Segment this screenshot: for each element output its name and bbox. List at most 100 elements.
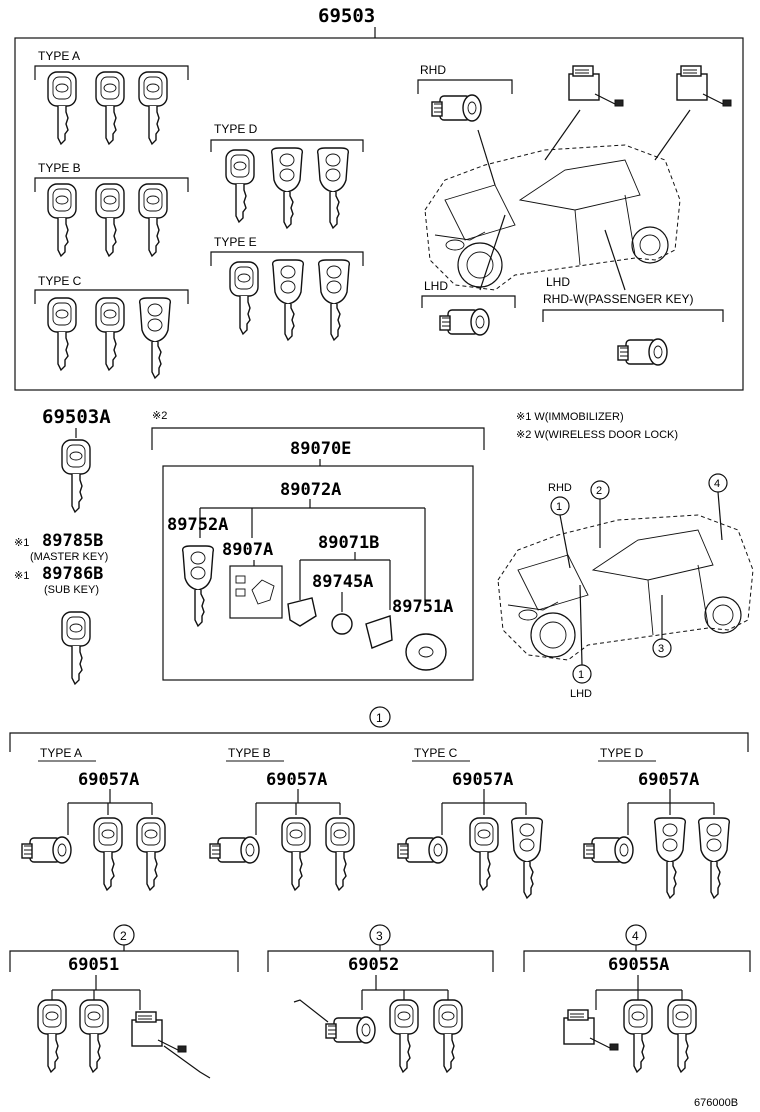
box-89070e [162, 465, 474, 681]
remote-key-icon [653, 817, 687, 899]
section-69503: 69503 TYPE A TYPE B TYPE C TYPE D TYPE E… [14, 5, 744, 391]
label-set-type-d: TYPE D [600, 746, 644, 760]
part-number-89070e: 89070E [290, 439, 351, 459]
bracket-type-e [210, 251, 364, 266]
key-icon [61, 611, 91, 685]
part-number-69055a: 69055A [608, 955, 669, 975]
part-number-69503a: 69503A [42, 406, 111, 428]
marker-2: 2 [596, 485, 602, 497]
note-w-immobilizer: ※1 W(IMMOBILIZER) [516, 411, 624, 423]
tree-89071b [299, 552, 391, 610]
remote-key-icon [270, 147, 304, 229]
key-icon [136, 817, 166, 891]
part-number-89751a: 89751A [392, 597, 453, 617]
mark-1-master: ※1 [14, 537, 29, 549]
label-lhd-right: LHD [546, 275, 570, 289]
lock-cylinder-icon [439, 308, 490, 336]
key-icon [138, 71, 168, 145]
bracket-89070e [151, 427, 485, 450]
key-icon [325, 817, 355, 891]
battery-icon [331, 613, 353, 635]
cover-icon [365, 615, 393, 649]
key-icon [225, 149, 255, 223]
part-number-69052: 69052 [348, 955, 399, 975]
label-car-lhd: LHD [570, 688, 592, 700]
part-number-8907a: 8907A [222, 540, 273, 560]
label-lhd-left: LHD [424, 279, 448, 293]
key-icon [281, 817, 311, 891]
set-4-marker: 4 [632, 929, 639, 943]
key-icon [47, 297, 77, 371]
bracket-set-2 [9, 950, 239, 972]
part-number-69057a-c: 69057A [452, 770, 513, 790]
part-number-89072a: 89072A [280, 480, 341, 500]
remote-key-icon [181, 545, 215, 627]
key-icon [229, 261, 259, 335]
remote-case-icon [405, 633, 447, 671]
bracket-type-d [210, 139, 364, 152]
set-3-marker: 3 [376, 929, 383, 943]
section-set-1: 1 TYPE A TYPE B TYPE C TYPE D 69057A 690… [9, 706, 749, 899]
key-icon [95, 183, 125, 257]
part-number-69051: 69051 [68, 955, 119, 975]
key-icon [61, 439, 91, 513]
note-w-wireless-door-lock: ※2 W(WIRELESS DOOR LOCK) [516, 429, 678, 441]
label-set-type-b: TYPE B [228, 746, 271, 760]
arrow-line [604, 229, 626, 291]
marker-1: 1 [556, 501, 562, 513]
lock-cylinder-icon [397, 836, 448, 864]
ignition-switch-icon [568, 65, 624, 107]
marker-3: 3 [658, 643, 664, 655]
arrow-line [544, 109, 581, 161]
bracket-set-3 [267, 950, 494, 972]
lock-cylinder-icon [325, 1016, 376, 1044]
key-icon [433, 999, 463, 1073]
remote-key-icon [510, 817, 544, 899]
part-number-69057a-b: 69057A [266, 770, 327, 790]
key-icon [47, 183, 77, 257]
arrow-line [479, 214, 506, 291]
label-type-e: TYPE E [214, 235, 257, 249]
label-rhd: RHD [420, 63, 446, 77]
key-icon [623, 999, 653, 1073]
car-icon [497, 514, 754, 661]
part-number-89786b: 89786B [42, 564, 103, 584]
label-master-key: (MASTER KEY) [30, 551, 108, 563]
lock-cylinder-icon [617, 338, 668, 366]
key-icon [469, 817, 499, 891]
marker-1-lhd: 1 [578, 669, 584, 681]
circle-marker [369, 706, 391, 728]
key-icon [389, 999, 419, 1073]
bracket-rhd [417, 79, 513, 94]
bracket-set-4 [523, 950, 751, 972]
bracket-set-1 [9, 732, 749, 752]
part-number-89752a: 89752A [167, 515, 228, 535]
bracket-type-a [34, 65, 189, 80]
label-type-b: TYPE B [38, 161, 81, 175]
arrow-line [477, 129, 496, 186]
key-shell-icon [287, 597, 317, 627]
mark-1-sub: ※1 [14, 570, 29, 582]
label-rhd-w-passenger-key: RHD-W(PASSENGER KEY) [543, 292, 693, 306]
key-icon [95, 71, 125, 145]
car-icon [424, 144, 681, 291]
label-set-type-c: TYPE C [414, 746, 458, 760]
label-car-rhd: RHD [548, 482, 572, 494]
ignition-switch-icon [563, 1009, 619, 1051]
tree-89072a [199, 499, 426, 600]
key-icon [47, 71, 77, 145]
part-number-89071b: 89071B [318, 533, 379, 553]
circuit-board-icon [229, 565, 283, 619]
key-icon [37, 999, 67, 1073]
bracket-rhd-w [542, 309, 724, 322]
lock-cylinder-icon [583, 836, 634, 864]
label-type-c: TYPE C [38, 274, 82, 288]
marker-4: 4 [714, 478, 720, 490]
key-icon [667, 999, 697, 1073]
remote-key-icon [271, 259, 305, 341]
lock-cylinder-icon [431, 94, 482, 122]
note-2-mark: ※2 [152, 410, 167, 422]
lock-cylinder-icon [209, 836, 260, 864]
part-number-69057a-a: 69057A [78, 770, 139, 790]
